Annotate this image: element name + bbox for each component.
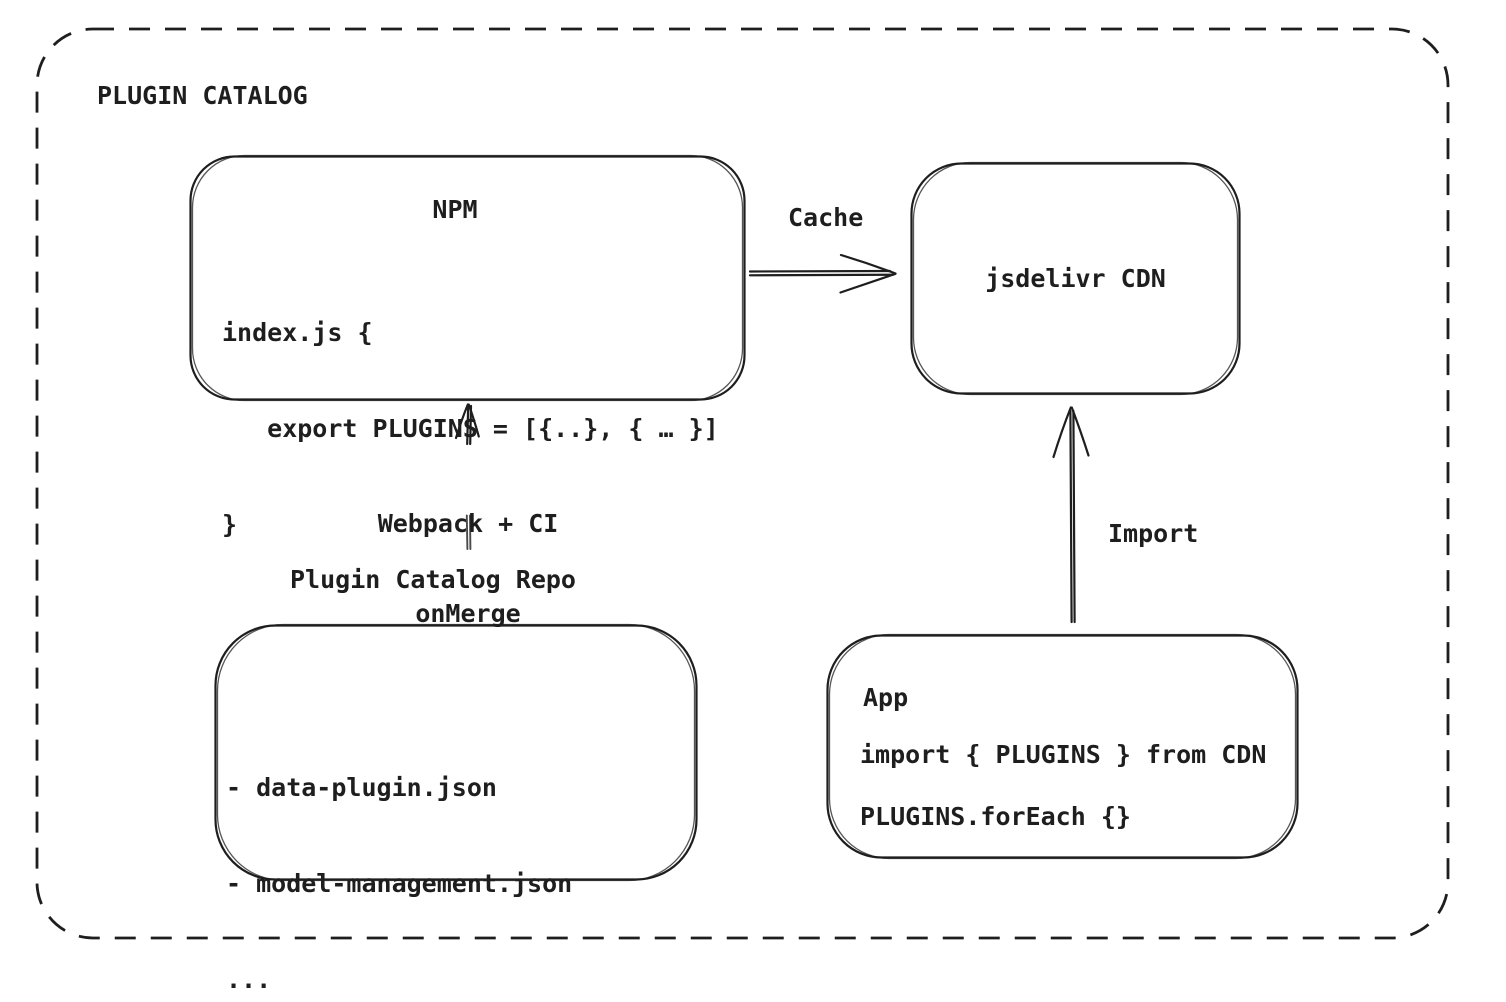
import-edge-label: Import [1108, 519, 1199, 548]
cdn-node-title: jsdelivr CDN [911, 163, 1240, 394]
app-node-title: App [863, 683, 909, 712]
npm-box-outline [189, 154, 746, 402]
build-edge-label-line: onMerge [415, 599, 521, 628]
build-edge-label-line: Webpack + CI [377, 509, 559, 538]
npm-code-line: } [222, 510, 238, 539]
repo-file-list: - data-plugin.json - model-management.js… [226, 708, 572, 1002]
repo-file-item: - data-plugin.json [226, 773, 497, 802]
repo-file-item: ... [226, 965, 272, 994]
npm-code-line: index.js { [222, 318, 373, 347]
cdn-box-outline [910, 161, 1241, 396]
repo-box-outline [214, 623, 698, 882]
build-edge-label: Webpack + CI onMerge [348, 449, 588, 689]
plugin-catalog-boundary [35, 27, 1450, 940]
diagram-title: PLUGIN CATALOG [97, 81, 308, 110]
build-arrow [454, 403, 480, 446]
npm-code-block: index.js { export PLUGINS = [{..}, { … }… [222, 253, 719, 605]
cache-edge-label: Cache [788, 203, 864, 232]
app-code-line: import { PLUGINS } from CDN [860, 740, 1267, 769]
repo-file-item: - model-management.json [226, 869, 573, 898]
npm-code-line: export PLUGINS = [{..}, { … }] [222, 414, 719, 443]
app-code-line: PLUGINS.forEach {} [860, 802, 1131, 831]
repo-node-title: Plugin Catalog Repo [290, 565, 576, 594]
npm-node-title: NPM [432, 195, 478, 224]
build-connector-line [465, 514, 472, 550]
cdn-node-title-text: jsdelivr CDN [985, 264, 1166, 293]
import-arrow [1052, 406, 1090, 624]
app-box-outline [826, 633, 1299, 860]
cache-arrow [748, 253, 897, 294]
